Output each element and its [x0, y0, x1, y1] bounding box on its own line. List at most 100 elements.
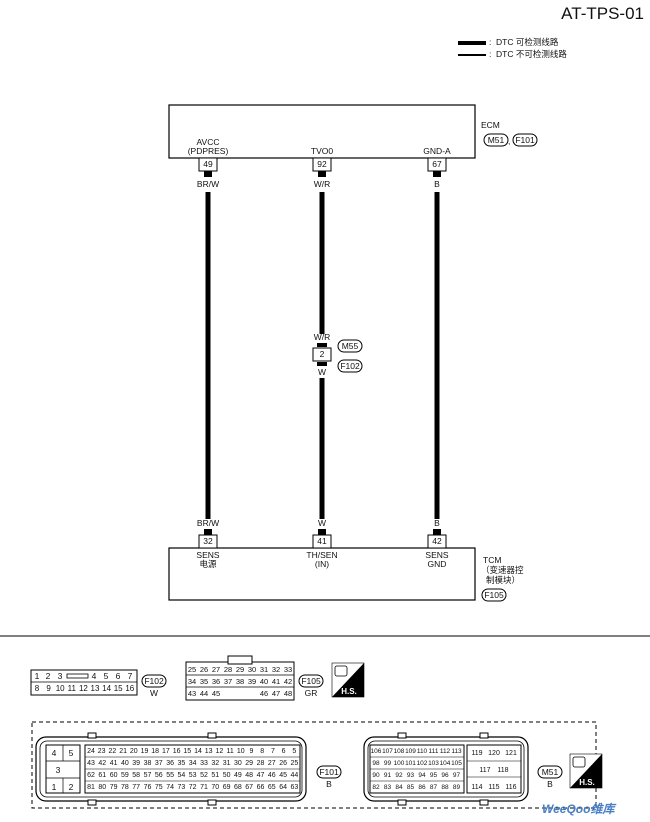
connector-pin-label: 56: [154, 772, 163, 779]
connector-pin-label: 40: [259, 677, 269, 686]
connector-pin-label: 101: [405, 760, 416, 767]
connector-pin-label: 40: [120, 760, 129, 767]
connector-pin-label: 18: [151, 748, 160, 755]
connector-pin-label: 75: [154, 784, 163, 791]
ecm-pin2-wire: W/R: [313, 179, 331, 189]
connector-pin-label: 94: [418, 772, 426, 779]
ecm-pin1-name2: (PDPRES): [187, 146, 229, 156]
connector-pin-label: 97: [452, 772, 461, 779]
connector-pin-label: 2: [68, 782, 74, 792]
connector-pin-label: 110: [416, 748, 428, 755]
connector-pin-label: 74: [166, 784, 174, 791]
connector-pin-label: 32: [271, 665, 281, 674]
connector-pin-label: 26: [279, 760, 287, 767]
ecm-conn1-oval: [483, 133, 509, 147]
connector-pin-label: 112: [439, 748, 451, 755]
connector-pin-label: 55: [166, 772, 174, 779]
ecm-conn2-label: F101: [515, 135, 535, 145]
connector-pin-label: 118: [497, 767, 509, 774]
connector-pin-label: 79: [109, 784, 118, 791]
connector-pin-label: 42: [283, 677, 293, 686]
connector-pin-label: 66: [256, 784, 265, 791]
f102-color: W: [149, 688, 159, 698]
tcm-pin1-number: 32: [203, 536, 213, 546]
connector-pin-label: 108: [393, 748, 405, 755]
connector-pin-label: 46: [259, 689, 269, 698]
ecm-conn2-oval: [512, 133, 538, 147]
tcm-pin3-name1: SENS: [425, 550, 449, 560]
hs-label-2: H.S.: [579, 778, 595, 787]
connector-pin-label: 4: [51, 748, 57, 758]
connector-pin-label: 25: [290, 760, 299, 767]
connector-pin-label: 116: [505, 784, 517, 791]
connector-pin-label: 38: [235, 677, 245, 686]
connector-pin-label: 120: [488, 750, 500, 757]
ecm-pin2-number: 92: [317, 159, 327, 169]
f102-id: F102: [144, 676, 164, 686]
connector-pin-label: 81: [87, 784, 95, 791]
tcm-pin1-name2: 电源: [199, 559, 217, 569]
connector-pin-label: 14: [102, 684, 112, 693]
connector-pin-label: 93: [406, 772, 415, 779]
connector-pin-label: 11: [226, 748, 234, 755]
connector-pin-label: 10: [55, 684, 65, 693]
f105-id: F105: [301, 676, 321, 686]
connector-pin-label: 17: [161, 748, 170, 755]
connector-pin-label: 31: [259, 665, 269, 674]
hs-label-1: H.S.: [341, 687, 357, 696]
connector-pin-label: 53: [188, 772, 197, 779]
tcm-pin3-name2: GND: [427, 559, 447, 569]
connector-pin-label: 87: [429, 784, 438, 791]
legend-thick-label: DTC 可检测线路: [496, 37, 559, 47]
m51-color: B: [547, 779, 553, 789]
connector-pin-label: 20: [129, 748, 138, 755]
connector-pin-label: 35: [199, 677, 209, 686]
f102-oval: [141, 674, 167, 688]
connector-pin-label: 71: [200, 784, 208, 791]
connector-pin-label: 119: [471, 750, 483, 757]
connector-pin-label: 78: [120, 784, 129, 791]
connector-pin-label: 31: [222, 760, 231, 767]
m55-label: M55: [341, 341, 359, 351]
tcm-pin2-number: 41: [317, 536, 327, 546]
connector-pin-label: 48: [245, 772, 254, 779]
inline-top-color: W/R: [313, 332, 331, 342]
connector-pin-label: 84: [395, 784, 403, 791]
connector-pin-label: 48: [283, 689, 293, 698]
f102-inline-oval: [337, 359, 363, 373]
tcm-pin2-name2: (IN): [314, 559, 330, 569]
ecm-pin1-wire: BR/W: [196, 179, 220, 189]
connector-pin-label: 45: [279, 772, 287, 779]
connector-pin-label: 113: [451, 748, 462, 755]
connector-pin-label: 32: [211, 760, 220, 767]
connector-pin-label: 13: [90, 684, 100, 693]
ecm-label: ECM: [481, 120, 500, 130]
connector-pin-label: 85: [406, 784, 415, 791]
connector-pin-label: 41: [109, 760, 118, 767]
connector-pin-label: 54: [177, 772, 186, 779]
connector-pin-label: 68: [233, 784, 242, 791]
connector-pin-label: 52: [200, 772, 208, 779]
diagram-title: AT-TPS-01: [561, 4, 644, 23]
connector-pin-label: 33: [200, 760, 208, 767]
connector-pin-label: 27: [211, 665, 221, 674]
connector-pin-label: 99: [383, 760, 392, 767]
connector-pin-label: 37: [154, 760, 163, 767]
connector-pin-label: 29: [245, 760, 254, 767]
legend-thin-line: [458, 54, 486, 56]
connector-pin-label: 90: [372, 772, 380, 779]
connector-pin-label: 50: [222, 772, 231, 779]
connector-pin-label: 9: [46, 684, 51, 693]
connector-pin-label: 4: [91, 671, 97, 681]
f102-connector: [30, 669, 138, 696]
connector-pin-label: 43: [87, 760, 95, 767]
connector-pin-label: 104: [439, 760, 451, 767]
tcm-pin3-number: 42: [432, 536, 442, 546]
legend-thin-label: DTC 不可检测线路: [496, 49, 567, 59]
connector-pin-label: 88: [441, 784, 449, 791]
connector-pin-label: 57: [143, 772, 152, 779]
f102-inline-label: F102: [340, 361, 360, 371]
connector-pin-label: 83: [383, 784, 392, 791]
inline-pin: 2: [319, 349, 325, 359]
